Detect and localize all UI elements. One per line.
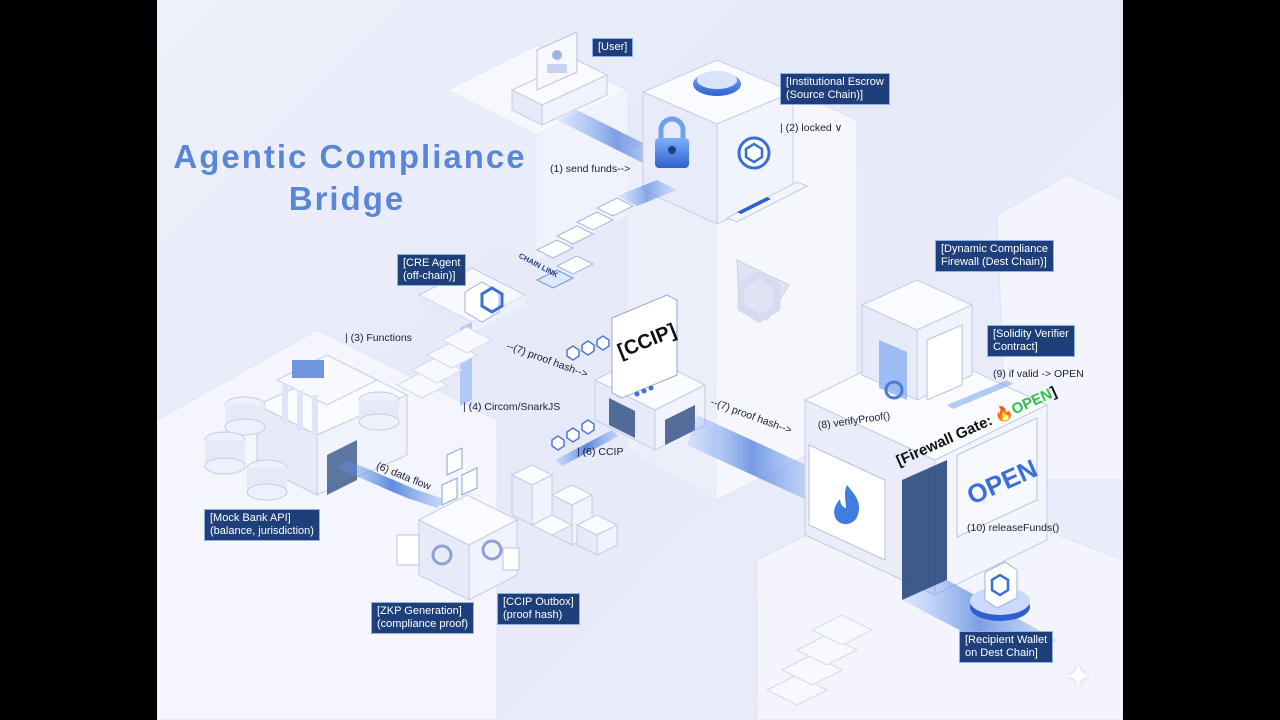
data-flow-stream (337, 460, 447, 508)
cre-agent-node (417, 267, 527, 406)
label-institutional-escrow: [Institutional Escrow(Source Chain)] (780, 73, 890, 105)
recipient-wallet (970, 561, 1030, 621)
step-4-circom-snarkjs: | (4) Circom/SnarkJS (463, 401, 561, 413)
step-2-locked: | (2) locked ∨ (780, 122, 843, 134)
chainlink-tiles (535, 180, 677, 289)
mock-bank-building (255, 354, 409, 496)
proof-hash-beam (687, 415, 817, 500)
label-ccip-outbox: [CCIP Outbox](proof hash) (497, 593, 580, 625)
diagram-title-line1: Agentic Compliance (173, 138, 527, 175)
step-6-ccip: | (6) CCIP (577, 446, 624, 458)
label-zkp-generation: [ZKP Generation](compliance proof) (371, 602, 475, 634)
database-cylinders (204, 391, 400, 501)
user-terminal (510, 31, 609, 126)
step-3-functions: | (3) Functions (345, 332, 412, 344)
ccip-outbox-stacks (510, 464, 619, 556)
stairs-left (395, 326, 494, 399)
label-mock-bank-api: [Mock Bank API](balance, jurisdiction) (204, 509, 320, 541)
diagram-title-line2: Bridge (288, 180, 406, 217)
ccip-router (555, 294, 707, 466)
locked-progress-bar (725, 181, 809, 223)
zkp-generation-cube (396, 447, 520, 601)
stairs-bottom (765, 614, 874, 706)
isometric-scene: [CCIP] CHAIN LINK [Firewall Gate: 🔥OPEN]… (157, 31, 1123, 720)
step-10-release-funds: (10) releaseFunds() (967, 522, 1060, 534)
chainlink-watermark-icon (737, 270, 781, 324)
step-1-send-funds: (1) send funds--> (550, 163, 631, 175)
label-user: [User] (592, 38, 634, 57)
escrow-cube (641, 59, 795, 225)
step-9-if-valid-open: (9) if valid -> OPEN (993, 368, 1084, 380)
label-cre-agent: [CRE Agent(off-chain)] (397, 254, 467, 286)
diagram-canvas: [CCIP] CHAIN LINK [Firewall Gate: 🔥OPEN]… (157, 0, 1123, 720)
hex-tokens (551, 335, 610, 451)
sparkle-icon: ✦ (1064, 658, 1093, 696)
